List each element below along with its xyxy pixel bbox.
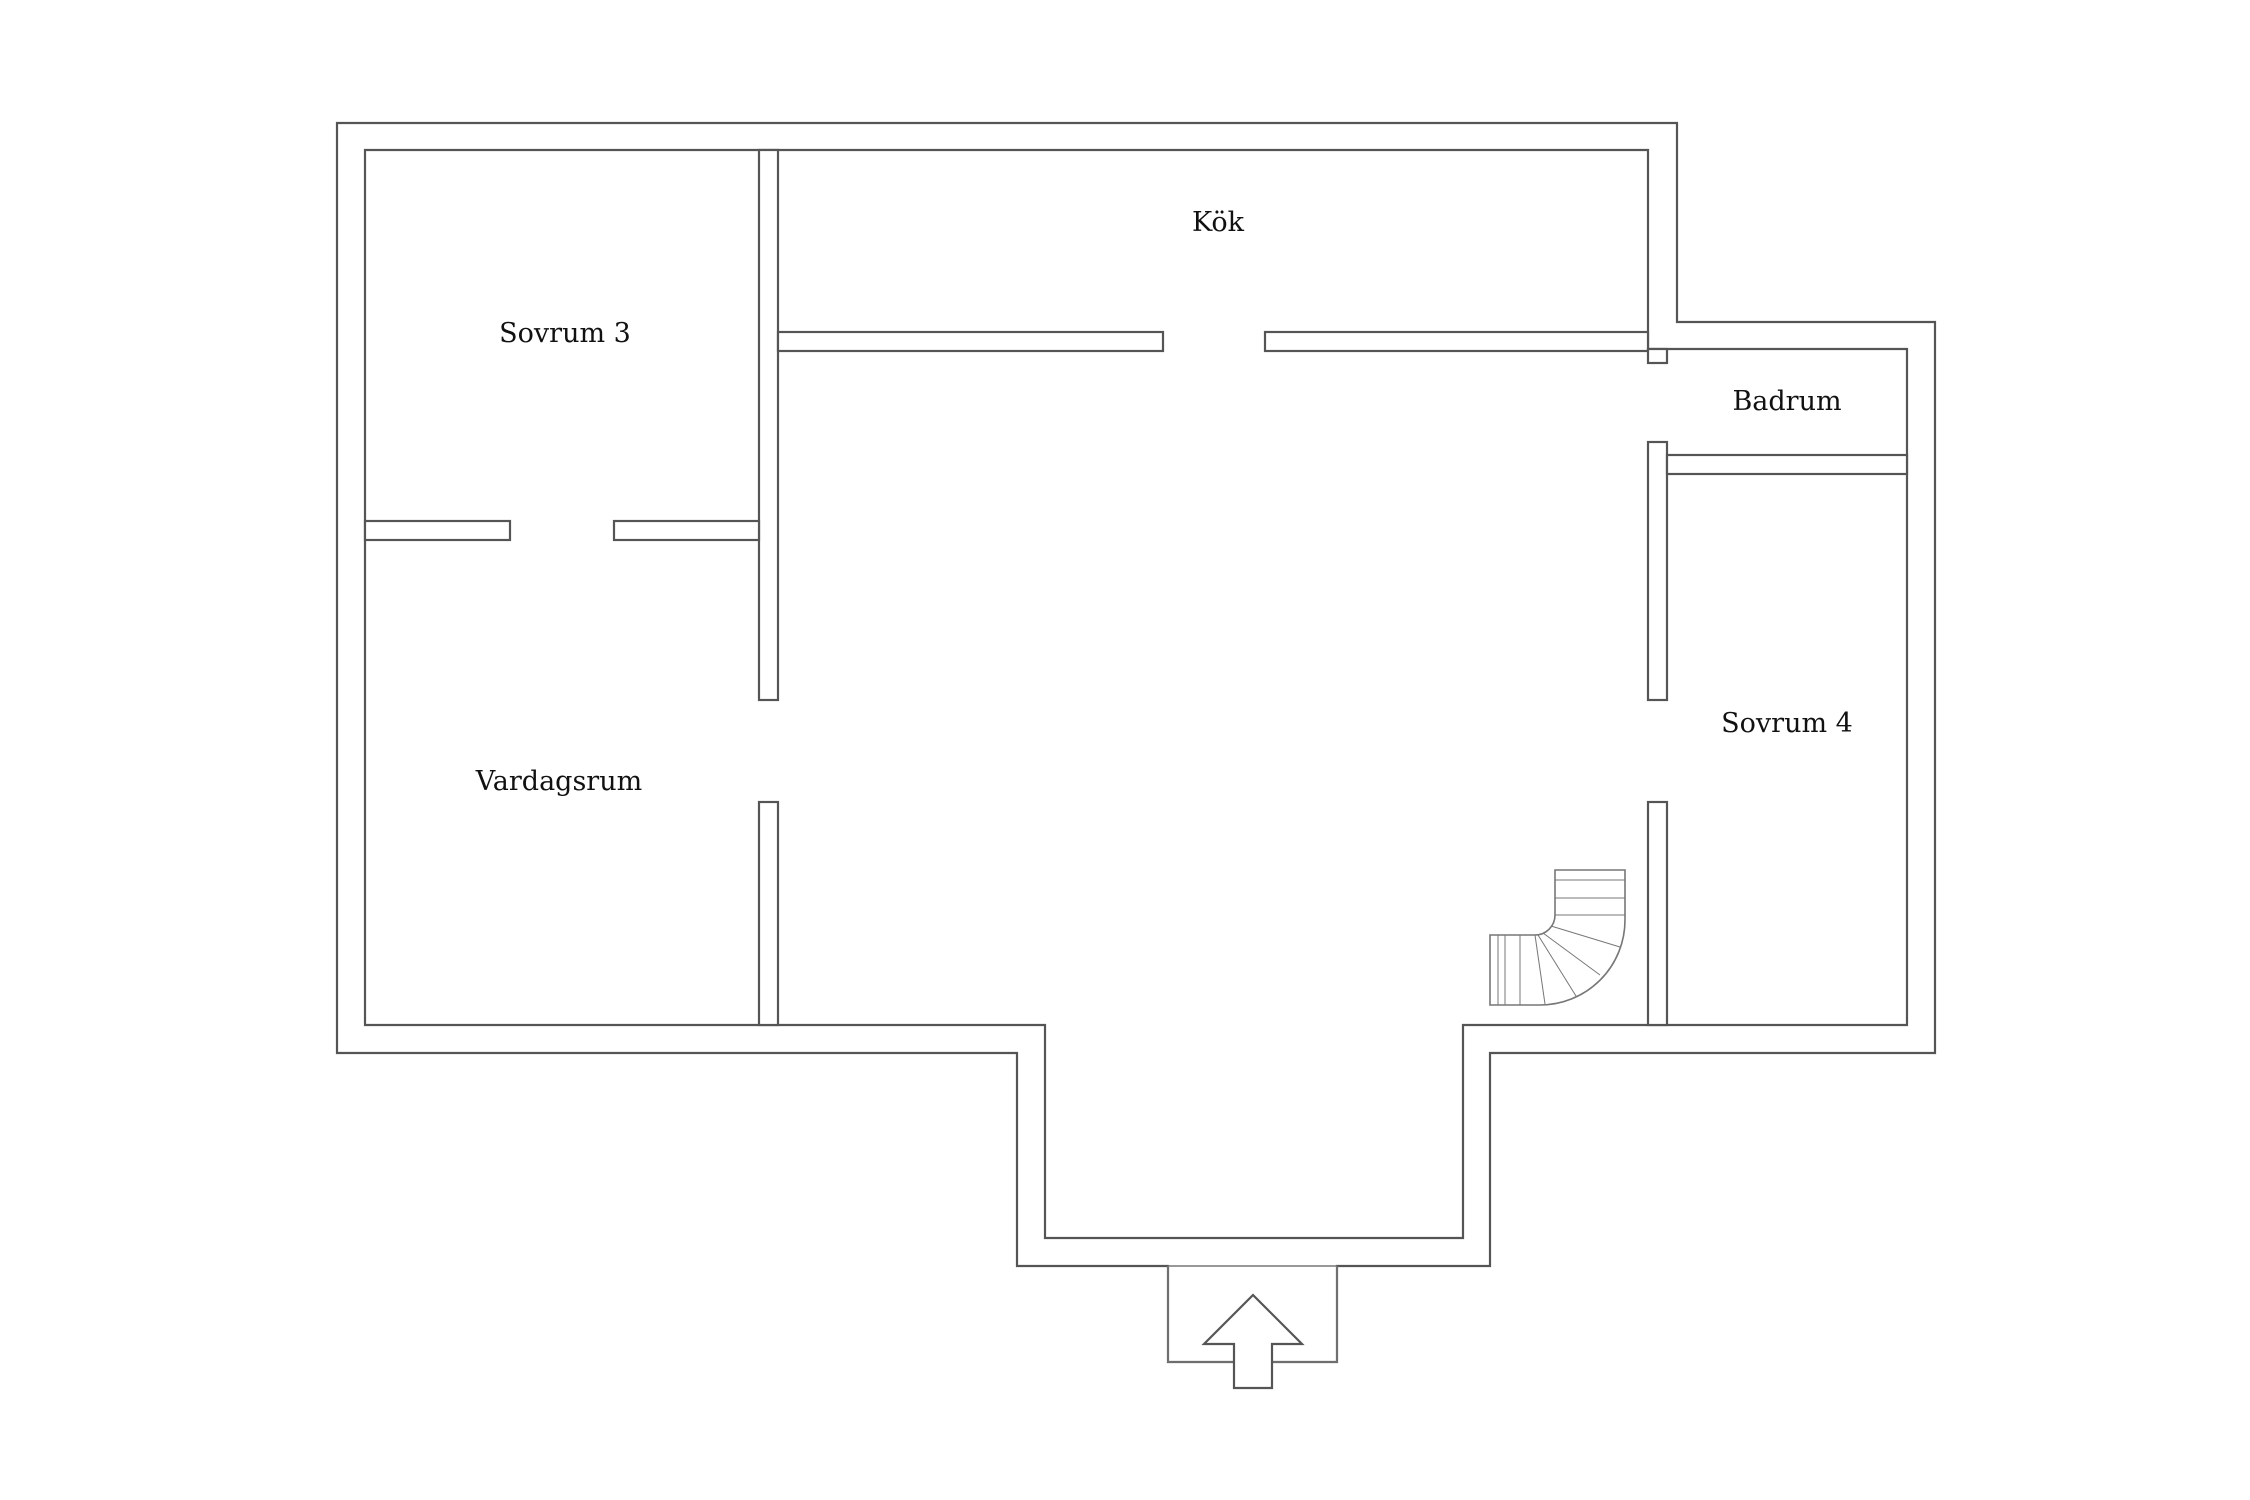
room-label-kitchen: Kök — [1192, 207, 1245, 238]
room-label-bathroom: Badrum — [1732, 386, 1841, 417]
spiral-stair-icon — [1489, 869, 1626, 1006]
room-label-bedroom-3: Sovrum 3 — [499, 318, 631, 349]
room-label-living-room: Vardagsrum — [475, 766, 642, 797]
room-label-bedroom-4: Sovrum 4 — [1721, 708, 1853, 739]
entrance-arrow-icon — [1201, 1293, 1305, 1390]
interior-walls — [363, 148, 1909, 1027]
exterior-walls — [335, 121, 1937, 1364]
